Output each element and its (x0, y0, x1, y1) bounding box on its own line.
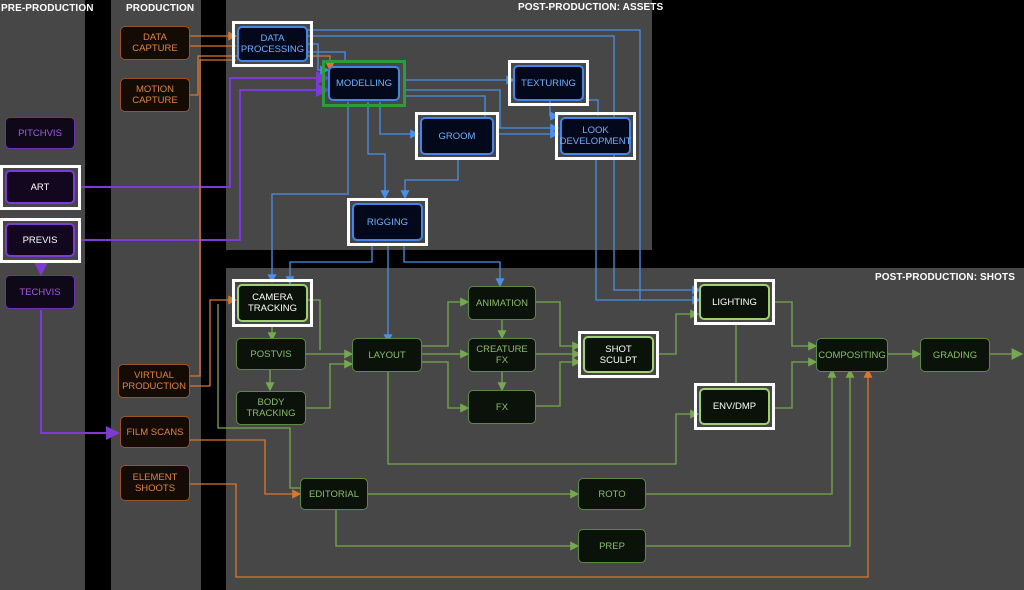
post-assets-title: POST-PRODUCTION: ASSETS (518, 2, 664, 13)
node-layout[interactable]: LAYOUT (352, 338, 422, 372)
node-editorial[interactable]: EDITORIAL (300, 478, 368, 510)
node-creature-fx[interactable]: CREATURE FX (468, 338, 536, 372)
highlight-look-development (555, 112, 636, 160)
node-previs[interactable]: PREVIS (5, 223, 75, 257)
node-film-scans[interactable]: FILM SCANS (120, 416, 190, 448)
node-fx[interactable]: FX (468, 390, 536, 424)
node-rigging[interactable]: RIGGING (352, 203, 423, 241)
node-grading[interactable]: GRADING (920, 338, 990, 372)
node-shot-sculpt[interactable]: SHOT SCULPT (583, 336, 654, 373)
node-motion-capture[interactable]: MOTION CAPTURE (120, 78, 190, 112)
post-shots-title: POST-PRODUCTION: SHOTS (875, 272, 1015, 283)
node-art[interactable]: ART (5, 170, 75, 204)
node-virtual-production[interactable]: VIRTUAL PRODUCTION (118, 364, 190, 398)
node-compositing[interactable]: COMPOSITING (816, 338, 888, 372)
pre-production-title: PRE-PRODUCTION (1, 3, 94, 14)
node-camera-tracking[interactable]: CAMERA TRACKING (237, 284, 308, 322)
highlight-groom (415, 112, 499, 160)
highlight-lighting (694, 279, 775, 325)
node-roto[interactable]: ROTO (578, 478, 646, 510)
node-techvis[interactable]: TECHVIS (5, 275, 75, 309)
node-body-tracking[interactable]: BODY TRACKING (236, 391, 306, 425)
node-postvis[interactable]: POSTVIS (236, 338, 306, 370)
node-prep[interactable]: PREP (578, 529, 646, 563)
highlight-data-processing (232, 21, 313, 67)
highlight-texturing (508, 60, 589, 106)
node-groom[interactable]: GROOM (420, 117, 494, 155)
node-look-development[interactable]: LOOK DEVELOPMENT (560, 117, 631, 155)
production-title: PRODUCTION (126, 3, 195, 14)
highlight-camera-tracking (232, 279, 313, 327)
highlight-art (0, 165, 81, 210)
blue-links (267, 29, 702, 344)
highlight-shot-sculpt (578, 331, 659, 378)
node-modelling[interactable]: MODELLING (328, 66, 400, 101)
node-data-capture[interactable]: DATA CAPTURE (120, 26, 190, 60)
highlight-modelling (322, 60, 406, 107)
node-data-processing[interactable]: DATA PROCESSING (237, 26, 308, 62)
node-texturing[interactable]: TEXTURING (513, 65, 584, 101)
node-animation[interactable]: ANIMATION (468, 286, 536, 320)
node-element-shoots[interactable]: ELEMENT SHOOTS (120, 465, 190, 501)
highlight-env-dmp (694, 383, 775, 430)
node-lighting[interactable]: LIGHTING (699, 284, 770, 320)
highlight-previs (0, 218, 81, 263)
node-pitchvis[interactable]: PITCHVIS (5, 117, 75, 149)
node-env-dmp[interactable]: ENV/DMP (699, 388, 770, 425)
green-links (217, 297, 1024, 551)
purple-links (34, 71, 330, 440)
highlight-rigging (347, 198, 428, 246)
